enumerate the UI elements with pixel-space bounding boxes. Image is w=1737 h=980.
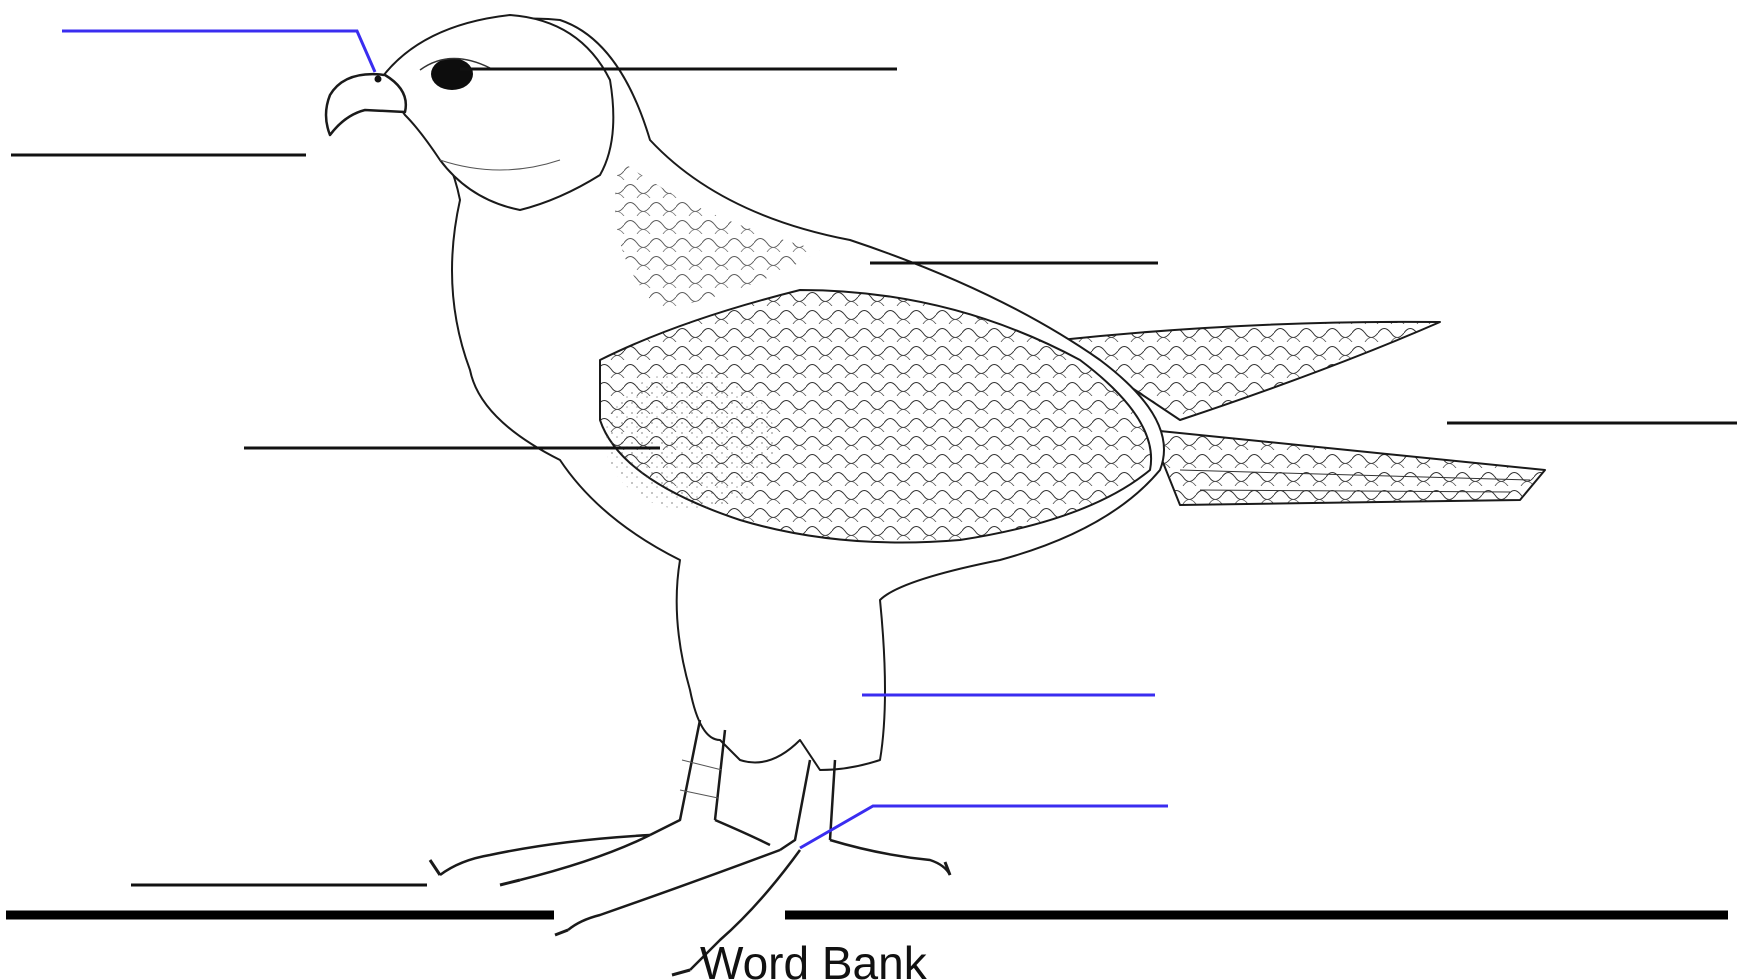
eye bbox=[431, 58, 473, 90]
word-bank-heading: Word Bank bbox=[700, 940, 1100, 980]
label-line-foot[interactable] bbox=[800, 806, 1168, 848]
tail-feathers bbox=[1150, 430, 1545, 505]
right-leg bbox=[780, 760, 835, 850]
cere-nostril bbox=[375, 76, 382, 83]
falcon-illustration bbox=[326, 15, 1545, 975]
label-line-cere[interactable] bbox=[62, 31, 375, 72]
head bbox=[380, 15, 613, 210]
beak bbox=[326, 74, 406, 135]
